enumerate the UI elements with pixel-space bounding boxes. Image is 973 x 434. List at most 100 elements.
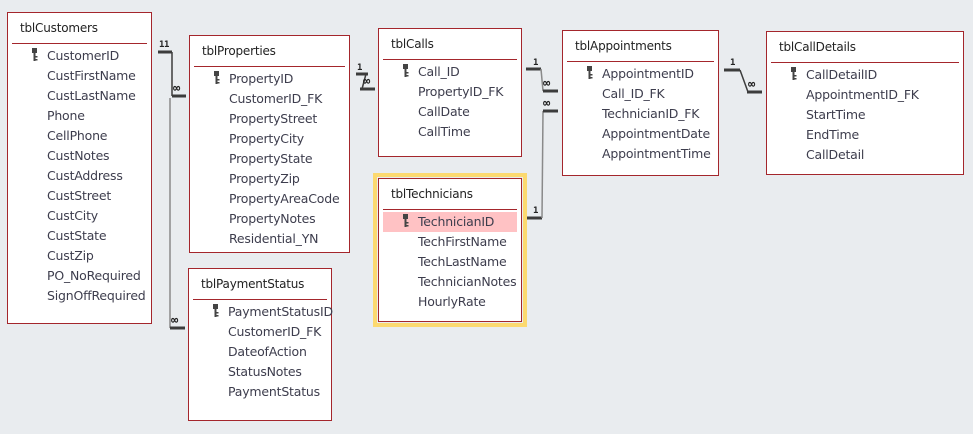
field-name: PropertyStreet: [229, 111, 318, 126]
table-title[interactable]: tblAppointments: [575, 39, 672, 53]
field-name: Call_ID_FK: [602, 86, 665, 101]
table-title[interactable]: tblTechnicians: [391, 187, 473, 201]
field-item[interactable]: EndTime: [767, 125, 963, 145]
field-item[interactable]: StartTime: [767, 105, 963, 125]
field-item[interactable]: TechFirstName: [379, 232, 521, 252]
field-item-selected[interactable]: TechnicianID: [383, 212, 517, 232]
field-item[interactable]: CustFirstName: [8, 66, 151, 86]
field-name: TechFirstName: [418, 234, 507, 249]
relationship-customers-properties[interactable]: [158, 50, 186, 98]
field-item[interactable]: CustLastName: [8, 86, 151, 106]
table-title[interactable]: tblCallDetails: [779, 40, 856, 54]
one-label: 1: [533, 206, 539, 216]
title-divider: [771, 62, 959, 63]
field-item[interactable]: CallTime: [379, 122, 521, 142]
table-title[interactable]: tblCustomers: [20, 21, 98, 35]
field-item[interactable]: PaymentStatusID: [189, 302, 333, 322]
field-name: TechnicianID_FK: [602, 106, 700, 121]
field-name: TechLastName: [418, 254, 507, 269]
field-item[interactable]: CellPhone: [8, 126, 151, 146]
field-item[interactable]: DateofAction: [189, 342, 331, 362]
many-label: ∞: [363, 74, 371, 88]
field-name: CustomerID: [47, 48, 120, 63]
table-title[interactable]: tblProperties: [202, 44, 276, 58]
field-item[interactable]: PropertyID_FK: [379, 82, 521, 102]
field-item[interactable]: Call_ID_FK: [563, 84, 718, 104]
relationship-calls-appointments[interactable]: [526, 67, 558, 93]
field-item[interactable]: CustNotes: [8, 146, 151, 166]
field-item[interactable]: PO_NoRequired: [8, 266, 151, 286]
field-item[interactable]: TechnicianNotes: [379, 272, 521, 292]
field-name: PaymentStatus: [228, 384, 320, 399]
field-item[interactable]: CustZip: [8, 246, 151, 266]
field-item[interactable]: PropertyNotes: [190, 209, 349, 229]
field-item[interactable]: AppointmentID: [563, 64, 718, 84]
field-item[interactable]: CallDetailID: [767, 65, 963, 85]
table-calls[interactable]: tblCalls Call_ID PropertyID_FK CallDate …: [378, 28, 522, 157]
table-appointments[interactable]: tblAppointments AppointmentID Call_ID_FK…: [562, 30, 719, 176]
field-item[interactable]: PropertyStreet: [190, 109, 349, 129]
field-item[interactable]: TechnicianID_FK: [563, 104, 718, 124]
field-list: Call_ID PropertyID_FK CallDate CallTime: [379, 60, 521, 142]
table-properties[interactable]: tblProperties PropertyID CustomerID_FK P…: [189, 35, 350, 253]
field-name: PropertyAreaCode: [229, 191, 340, 206]
field-item[interactable]: PropertyZip: [190, 169, 349, 189]
field-item[interactable]: CustStreet: [8, 186, 151, 206]
field-item[interactable]: PropertyAreaCode: [190, 189, 349, 209]
field-item[interactable]: PropertyState: [190, 149, 349, 169]
field-name: PropertyState: [229, 151, 313, 166]
primary-key-icon: [32, 48, 38, 61]
field-item[interactable]: AppointmentTime: [563, 144, 718, 164]
field-item[interactable]: PaymentStatus: [189, 382, 331, 402]
primary-key-icon: [214, 71, 220, 84]
title-divider: [567, 61, 714, 62]
field-item[interactable]: CallDate: [379, 102, 521, 122]
field-list: AppointmentID Call_ID_FK TechnicianID_FK…: [563, 62, 718, 164]
relationship-technicians-appointments[interactable]: [527, 109, 558, 220]
field-name: CallDetailID: [806, 67, 878, 82]
relationship-appointments-calldetails[interactable]: [724, 68, 762, 94]
field-name: PaymentStatusID: [228, 304, 333, 319]
field-item[interactable]: SignOffRequired: [8, 286, 151, 306]
table-calldetails[interactable]: tblCallDetails CallDetailID AppointmentI…: [766, 31, 964, 175]
field-item[interactable]: CustomerID_FK: [189, 322, 331, 342]
field-item[interactable]: StatusNotes: [189, 362, 331, 382]
field-list: PropertyID CustomerID_FK PropertyStreet …: [190, 67, 349, 249]
table-title[interactable]: tblCalls: [391, 37, 434, 51]
field-item[interactable]: PropertyCity: [190, 129, 349, 149]
field-list: CallDetailID AppointmentID_FK StartTime …: [767, 63, 963, 165]
field-name: CallDetail: [806, 147, 865, 162]
field-name: Call_ID: [418, 64, 460, 79]
field-item[interactable]: PropertyID: [190, 69, 349, 89]
field-name: CustNotes: [47, 148, 110, 163]
field-item[interactable]: CustomerID: [8, 46, 151, 66]
field-item[interactable]: Phone: [8, 106, 151, 126]
field-item[interactable]: CallDetail: [767, 145, 963, 165]
field-item[interactable]: CustomerID_FK: [190, 89, 349, 109]
table-paymentstatus[interactable]: tblPaymentStatus PaymentStatusID Custome…: [188, 268, 333, 421]
field-name: Phone: [47, 108, 85, 123]
field-name: CustomerID_FK: [229, 91, 323, 106]
table-customers[interactable]: tblCustomers CustomerID CustFirstName Cu…: [7, 12, 152, 324]
field-list: TechnicianID TechFirstName TechLastName …: [379, 210, 521, 312]
field-item[interactable]: CustAddress: [8, 166, 151, 186]
field-name: PropertyID_FK: [418, 84, 504, 99]
field-item[interactable]: AppointmentID_FK: [767, 85, 963, 105]
field-item[interactable]: HourlyRate: [379, 292, 521, 312]
table-technicians[interactable]: tblTechnicians TechnicianID TechFirstNam…: [373, 173, 527, 327]
field-item[interactable]: CustState: [8, 226, 151, 246]
field-name: PropertyCity: [229, 131, 304, 146]
field-item[interactable]: Call_ID: [379, 62, 521, 82]
title-divider: [193, 299, 327, 300]
field-name: CustZip: [47, 248, 94, 263]
field-item[interactable]: CustCity: [8, 206, 151, 226]
many-label: ∞: [543, 76, 551, 90]
relationship-customers-paymentstatus[interactable]: [169, 98, 185, 330]
field-item[interactable]: TechLastName: [379, 252, 521, 272]
primary-key-icon: [403, 64, 409, 77]
field-item[interactable]: Residential_YN: [190, 229, 349, 249]
table-title[interactable]: tblPaymentStatus: [201, 277, 305, 291]
field-item[interactable]: AppointmentDate: [563, 124, 718, 144]
relationship-properties-calls[interactable]: [356, 72, 375, 91]
